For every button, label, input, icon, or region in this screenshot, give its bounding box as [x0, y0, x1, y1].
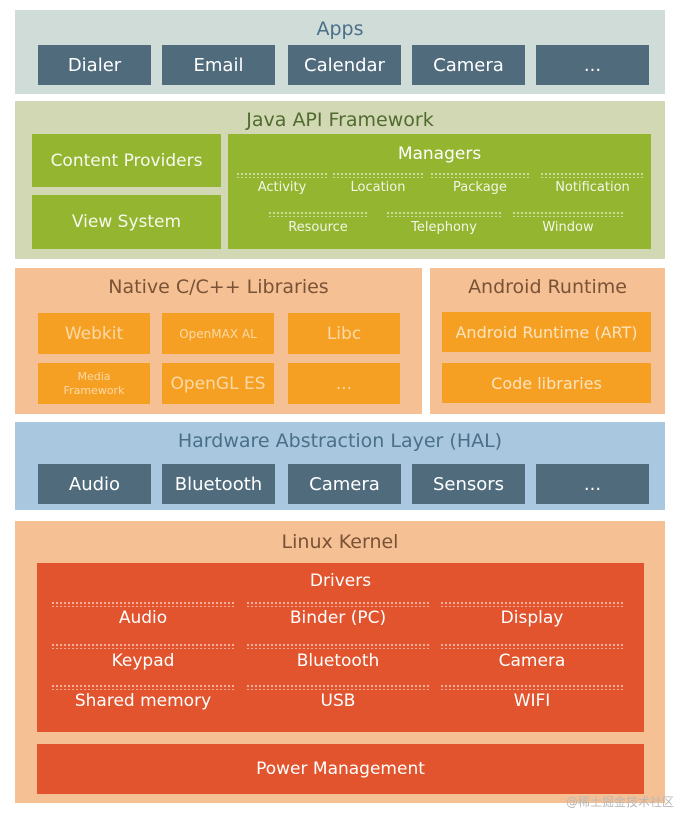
java-layer-title: Java API Framework	[246, 109, 434, 131]
drivers-box: Drivers Audio Binder (PC) Display Keypad…	[37, 563, 644, 732]
driver-binder: Binder (PC)	[289, 608, 387, 628]
driver-usb: USB	[320, 691, 356, 711]
apps-layer-title: Apps	[316, 18, 364, 40]
lib-more: ...	[288, 363, 400, 404]
view-system-box: View System	[32, 195, 221, 249]
hal-audio: Audio	[38, 464, 151, 504]
manager-window: Window	[542, 220, 594, 235]
driver-separator	[440, 684, 624, 690]
lib-libc: Libc	[288, 313, 400, 354]
driver-separator	[246, 643, 430, 649]
driver-wifi: WIFI	[513, 691, 551, 711]
driver-bluetooth: Bluetooth	[296, 651, 380, 671]
hal-more: ...	[536, 464, 649, 504]
app-dialer: Dialer	[38, 45, 151, 85]
android-runtime-layer: Android Runtime Android Runtime (ART) Co…	[430, 268, 665, 414]
managers-title: Managers	[397, 144, 482, 164]
app-calendar: Calendar	[288, 45, 401, 85]
driver-separator	[440, 643, 624, 649]
driver-shared-memory: Shared memory	[74, 691, 212, 711]
manager-telephony: Telephony	[411, 220, 477, 235]
app-more: ...	[536, 45, 649, 85]
watermark: @稀土掘金技术社区	[565, 795, 674, 809]
runtime-code-libraries: Code libraries	[442, 363, 651, 403]
driver-separator	[51, 643, 235, 649]
kernel-layer-title: Linux Kernel	[281, 531, 399, 553]
native-layer-title: Native C/C++ Libraries	[108, 276, 329, 298]
java-api-framework-layer: Java API Framework Content Providers Vie…	[15, 101, 665, 259]
lib-webkit: Webkit	[38, 313, 150, 354]
driver-camera: Camera	[498, 651, 566, 671]
driver-separator	[51, 684, 235, 690]
manager-package: Package	[453, 180, 507, 195]
hal-camera: Camera	[288, 464, 401, 504]
manager-separator	[430, 172, 530, 178]
driver-separator	[51, 601, 235, 607]
managers-box: Managers Activity Location Package Notif…	[228, 134, 651, 249]
manager-separator	[540, 172, 645, 178]
driver-separator	[246, 684, 430, 690]
app-email: Email	[162, 45, 275, 85]
driver-separator	[440, 601, 624, 607]
lib-media-framework: Media Framework	[38, 363, 150, 404]
manager-separator	[268, 211, 368, 217]
hal-bluetooth: Bluetooth	[162, 464, 275, 504]
manager-location: Location	[350, 180, 406, 195]
hal-layer-title: Hardware Abstraction Layer (HAL)	[177, 430, 503, 452]
runtime-art: Android Runtime (ART)	[442, 312, 651, 352]
driver-display: Display	[500, 608, 564, 628]
driver-audio: Audio	[118, 608, 168, 628]
manager-separator	[332, 172, 424, 178]
linux-kernel-layer: Linux Kernel Drivers Audio Binder (PC) D…	[15, 521, 665, 803]
lib-opengl-es: OpenGL ES	[162, 363, 274, 404]
power-management-box: Power Management	[37, 744, 644, 794]
manager-separator	[512, 211, 624, 217]
drivers-title: Drivers	[309, 571, 372, 591]
manager-activity: Activity	[257, 180, 307, 195]
driver-separator	[246, 601, 430, 607]
hal-sensors: Sensors	[412, 464, 525, 504]
runtime-layer-title: Android Runtime	[468, 276, 627, 298]
manager-separator	[386, 211, 502, 217]
hal-layer: Hardware Abstraction Layer (HAL) Audio B…	[15, 422, 665, 510]
content-providers-box: Content Providers	[32, 134, 221, 187]
native-libraries-layer: Native C/C++ Libraries Webkit OpenMAX AL…	[15, 268, 422, 414]
lib-openmax-al: OpenMAX AL	[162, 313, 274, 354]
apps-layer: Apps Dialer Email Calendar Camera ...	[15, 10, 665, 94]
manager-separator	[236, 172, 328, 178]
app-camera: Camera	[412, 45, 525, 85]
manager-notification: Notification	[555, 180, 630, 195]
driver-keypad: Keypad	[111, 651, 175, 671]
manager-resource: Resource	[288, 220, 348, 235]
